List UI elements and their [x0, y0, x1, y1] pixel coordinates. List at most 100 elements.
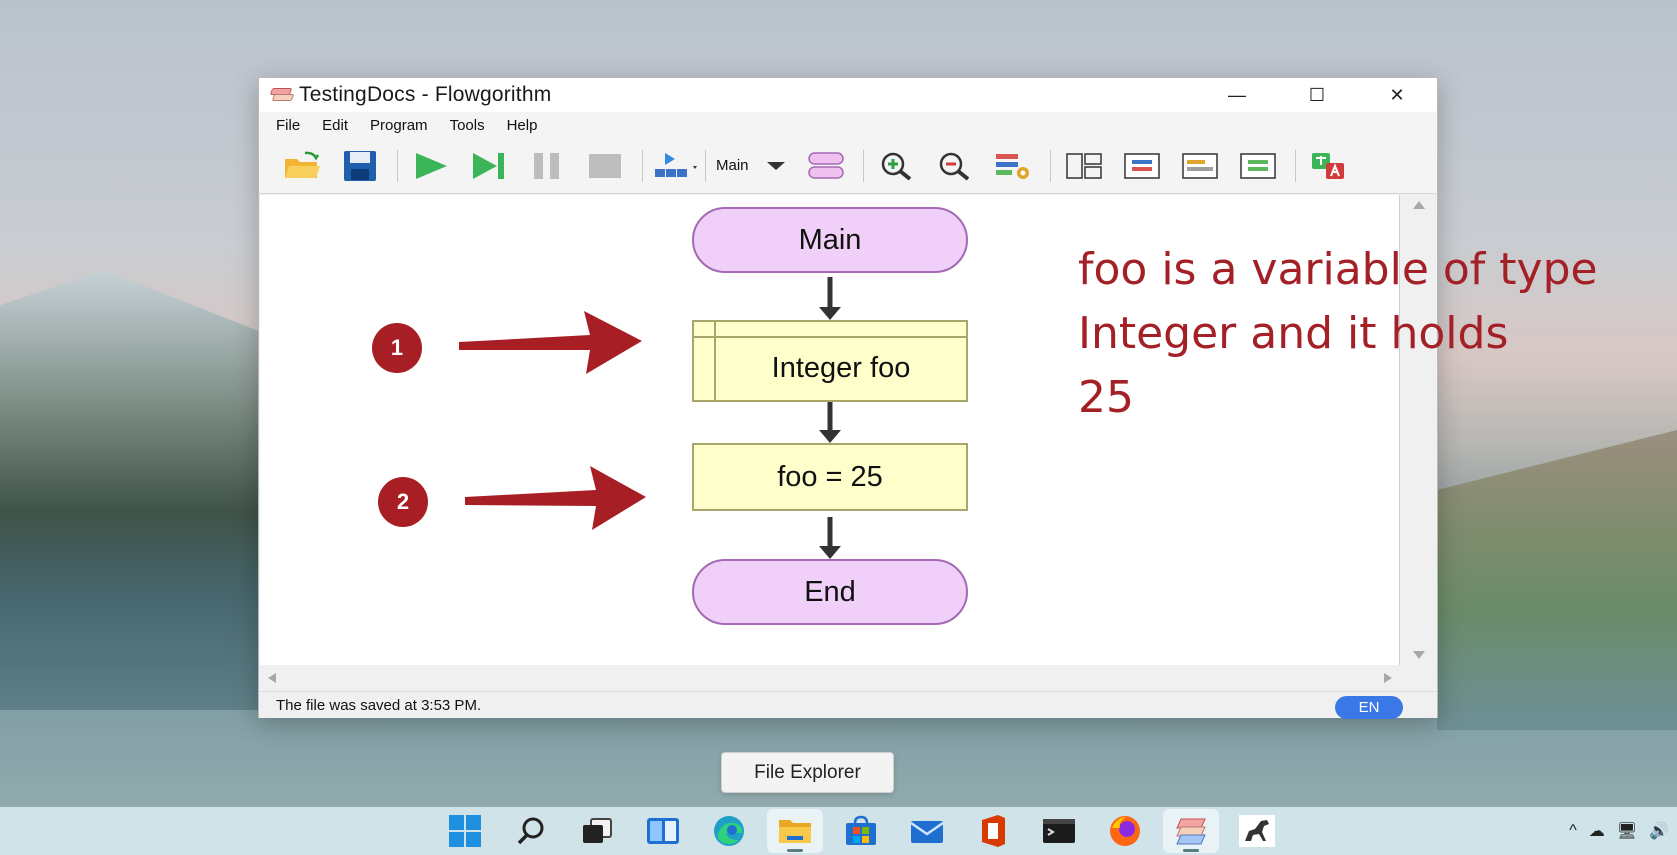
zoom-out-icon	[939, 152, 969, 181]
taskbar-flowgorithm[interactable]	[1163, 809, 1219, 853]
minimize-button[interactable]: —	[1228, 84, 1246, 105]
save-button[interactable]	[337, 146, 383, 186]
taskbar-search[interactable]	[503, 809, 559, 853]
tray-overflow-icon[interactable]: ^	[1569, 822, 1577, 839]
taskbar-office[interactable]	[965, 809, 1021, 853]
tooltip: File Explorer	[721, 752, 894, 793]
language-badge[interactable]: EN	[1335, 696, 1403, 719]
function-select-value: Main	[716, 157, 749, 174]
chevron-down-icon	[766, 161, 785, 170]
taskbar-apps	[437, 807, 1295, 855]
annotation-text: foo is a variable of type Integer and it…	[1078, 238, 1638, 430]
layout-dropdown-button[interactable]	[653, 146, 699, 186]
vertical-scrollbar[interactable]	[1401, 195, 1437, 665]
view-layout-1-button[interactable]	[1061, 146, 1107, 186]
status-text: The file was saved at 3:53 PM.	[276, 696, 482, 714]
zoom-in-button[interactable]	[874, 146, 920, 186]
scroll-left-icon[interactable]	[268, 673, 276, 683]
taskbar-edge[interactable]	[701, 809, 757, 853]
scroll-up-icon[interactable]	[1413, 201, 1425, 209]
widgets-icon	[647, 818, 679, 844]
wallpaper-right	[1437, 430, 1677, 730]
open-folder-icon	[285, 151, 320, 178]
search-icon	[517, 817, 544, 845]
view-layout-3-icon	[1181, 152, 1218, 179]
toolbar-separator	[397, 149, 398, 182]
taskbar-start[interactable]	[437, 809, 493, 853]
taskbar-terminal[interactable]	[1031, 809, 1087, 853]
layout-dropdown-icon	[655, 152, 697, 177]
taskbar-task-view[interactable]	[569, 809, 625, 853]
stop-icon	[589, 153, 621, 178]
menu-edit[interactable]: Edit	[322, 116, 349, 134]
assign-block[interactable]: foo = 25	[692, 443, 968, 511]
chart-style-button[interactable]	[990, 146, 1036, 186]
maximize-button[interactable]: ☐	[1308, 84, 1326, 105]
view-layout-1-icon	[1065, 152, 1102, 179]
annotation-line-3: 25	[1078, 372, 1134, 423]
toolbar: Main	[259, 138, 1437, 194]
view-layout-2-button[interactable]	[1119, 146, 1165, 186]
end-label: End	[804, 575, 856, 608]
taskbar-dinosaur-app[interactable]	[1229, 809, 1285, 853]
view-layout-2-icon	[1123, 152, 1160, 179]
taskbar-widgets[interactable]	[635, 809, 691, 853]
view-layout-3-button[interactable]	[1177, 146, 1223, 186]
assign-label: foo = 25	[777, 460, 883, 493]
window-controls: — ☐ ✕	[1197, 78, 1437, 112]
firefox-icon	[1110, 816, 1140, 846]
menu-program[interactable]: Program	[370, 116, 428, 134]
step-icon	[473, 152, 504, 179]
menu-tools[interactable]: Tools	[449, 116, 485, 134]
step-button[interactable]	[466, 146, 512, 186]
taskbar-store[interactable]	[833, 809, 889, 853]
declare-block[interactable]: Integer foo	[692, 320, 968, 402]
chart-style-icon	[995, 153, 1029, 179]
add-function-button[interactable]	[803, 146, 849, 186]
declare-left-rule	[714, 322, 716, 400]
network-icon[interactable]: 🖥	[1616, 823, 1638, 840]
toolbar-separator	[642, 149, 643, 182]
pause-button[interactable]	[524, 146, 570, 186]
mail-icon	[910, 821, 944, 843]
flowchart-canvas[interactable]: Main Integer foo foo = 25 End	[260, 195, 1400, 665]
run-button[interactable]	[408, 146, 454, 186]
open-button[interactable]	[279, 146, 325, 186]
zoom-in-icon	[881, 152, 911, 181]
view-layout-4-button[interactable]	[1235, 146, 1281, 186]
taskbar-file-explorer[interactable]	[767, 809, 823, 853]
scroll-right-icon[interactable]	[1384, 673, 1392, 683]
taskbar-firefox[interactable]	[1097, 809, 1153, 853]
run-icon	[416, 152, 447, 179]
menu-file[interactable]: File	[276, 116, 301, 134]
toolbar-separator	[1294, 149, 1296, 182]
translate-icon	[1311, 152, 1344, 179]
toolbar-separator	[705, 149, 706, 182]
end-terminal[interactable]: End	[692, 559, 968, 625]
horizontal-scrollbar[interactable]	[260, 665, 1400, 691]
annotation-marker-2: 2	[378, 477, 428, 527]
status-bar: The file was saved at 3:53 PM. EN	[259, 691, 1437, 719]
pause-icon	[534, 152, 559, 179]
translate-button[interactable]	[1306, 146, 1352, 186]
close-button[interactable]: ✕	[1389, 84, 1405, 105]
annotation-marker-1: 1	[372, 323, 422, 373]
stop-button[interactable]	[582, 146, 628, 186]
function-select[interactable]: Main	[716, 157, 785, 174]
flowgorithm-icon	[1176, 818, 1206, 845]
start-terminal[interactable]: Main	[692, 207, 968, 273]
taskbar-mail[interactable]	[899, 809, 955, 853]
window-title: TestingDocs - Flowgorithm	[299, 83, 552, 106]
onedrive-icon[interactable]: ☁	[1588, 823, 1605, 840]
view-layout-4-icon	[1239, 152, 1276, 179]
scroll-down-icon[interactable]	[1413, 651, 1425, 659]
toolbar-separator	[1049, 149, 1051, 182]
zoom-out-button[interactable]	[932, 146, 978, 186]
flowgorithm-app-icon	[269, 86, 295, 104]
volume-icon[interactable]: 🔊	[1649, 823, 1669, 840]
wallpaper-left	[0, 270, 260, 710]
flowchart-connectors	[819, 277, 841, 559]
menu-help[interactable]: Help	[506, 116, 538, 134]
office-icon	[982, 815, 1005, 847]
store-icon	[846, 815, 876, 845]
